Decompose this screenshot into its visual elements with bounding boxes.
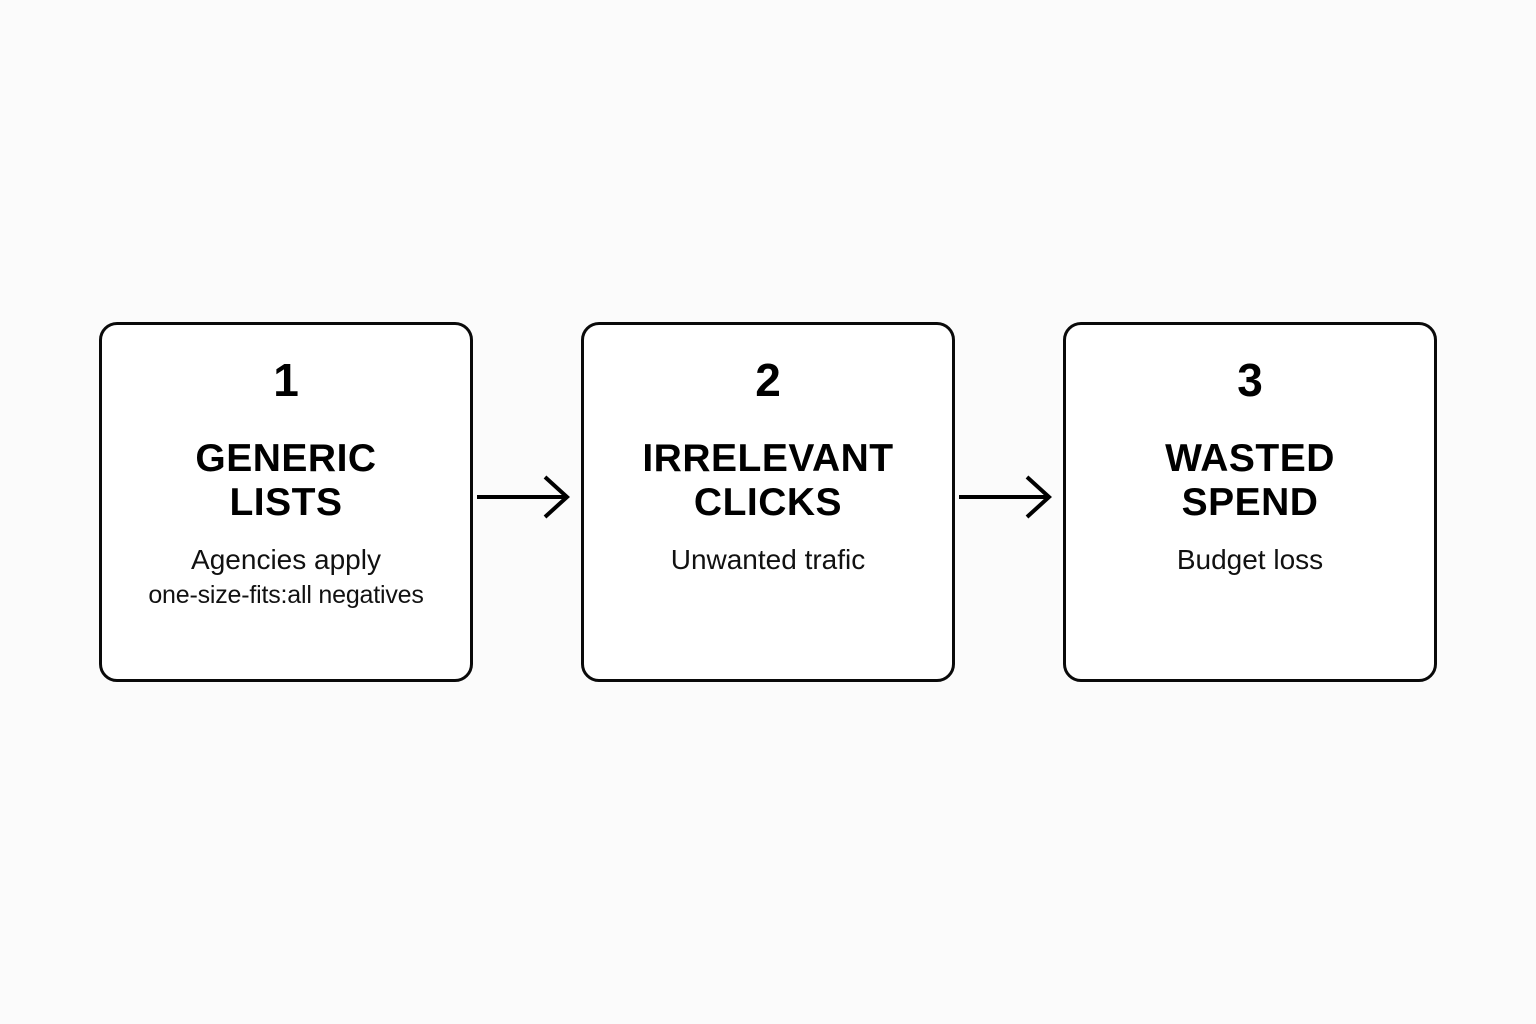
connector-2-to-3 [955, 322, 1063, 682]
step-title-1-line-1: GENERIC [195, 437, 377, 480]
step-title-3: WASTED SPEND [1090, 437, 1410, 524]
arrow-right-icon [477, 475, 570, 519]
step-title-1-line-2: LISTS [229, 480, 343, 524]
step-title-3-line-2: SPEND [1181, 480, 1319, 524]
step-title-1: GENERIC LISTS [126, 437, 446, 524]
step-number-1: 1 [273, 354, 299, 406]
step-title-2: IRRELEVANT CLICKS [608, 437, 928, 524]
step-number-2: 2 [755, 354, 781, 406]
step-card-1[interactable]: 1 GENERIC LISTS Agencies apply one-size-… [99, 322, 473, 682]
step-card-3[interactable]: 3 WASTED SPEND Budget loss [1063, 322, 1437, 682]
step-title-2-line-2: CLICKS [693, 480, 843, 524]
step-number-3: 3 [1237, 354, 1263, 406]
step-title-2-line-1: IRRELEVANT [642, 437, 894, 480]
step-title-3-line-1: WASTED [1165, 437, 1335, 480]
step-description-3-line-1: Budget loss [1176, 544, 1324, 576]
step-description-3: Budget loss [1075, 542, 1425, 577]
process-flow-row: 1 GENERIC LISTS Agencies apply one-size-… [99, 322, 1437, 682]
step-description-1-line-1: Agencies apply [191, 544, 381, 576]
connector-1-to-2 [473, 322, 581, 682]
step-description-1: Agencies apply one-size-fits:all negativ… [111, 542, 461, 612]
arrow-right-icon [959, 475, 1052, 519]
step-description-1-line-2: one-size-fits:all negatives [148, 581, 424, 610]
step-card-2[interactable]: 2 IRRELEVANT CLICKS Unwanted trafic [581, 322, 955, 682]
step-description-2-line-1: Unwanted trafic [670, 544, 866, 576]
step-description-2: Unwanted trafic [593, 542, 943, 577]
